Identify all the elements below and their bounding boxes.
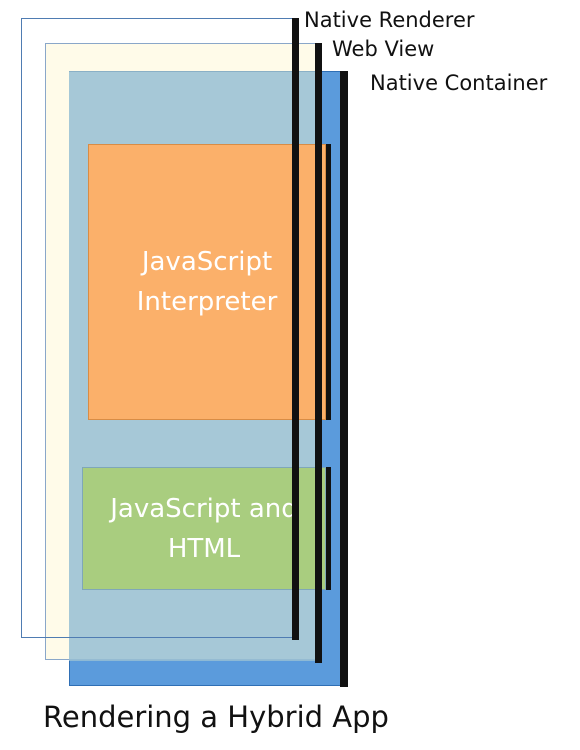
native-container-label: Native Container [370, 71, 548, 95]
web-view-label: Web View [332, 37, 435, 61]
javascript-and-html-box: JavaScript and HTML [82, 467, 326, 590]
javascript-and-html-edge-bar [326, 467, 331, 590]
javascript-interpreter-box: JavaScript Interpreter [88, 144, 326, 420]
javascript-interpreter-edge-bar [326, 144, 331, 420]
javascript-and-html-label: JavaScript and HTML [110, 493, 298, 564]
native-container-edge-bar [340, 71, 348, 687]
native-renderer-edge-bar [292, 18, 299, 640]
web-view-edge-bar [315, 43, 322, 663]
native-renderer-label: Native Renderer [304, 8, 475, 32]
javascript-interpreter-label: JavaScript Interpreter [136, 247, 278, 317]
diagram-caption: Rendering a Hybrid App [43, 700, 389, 734]
